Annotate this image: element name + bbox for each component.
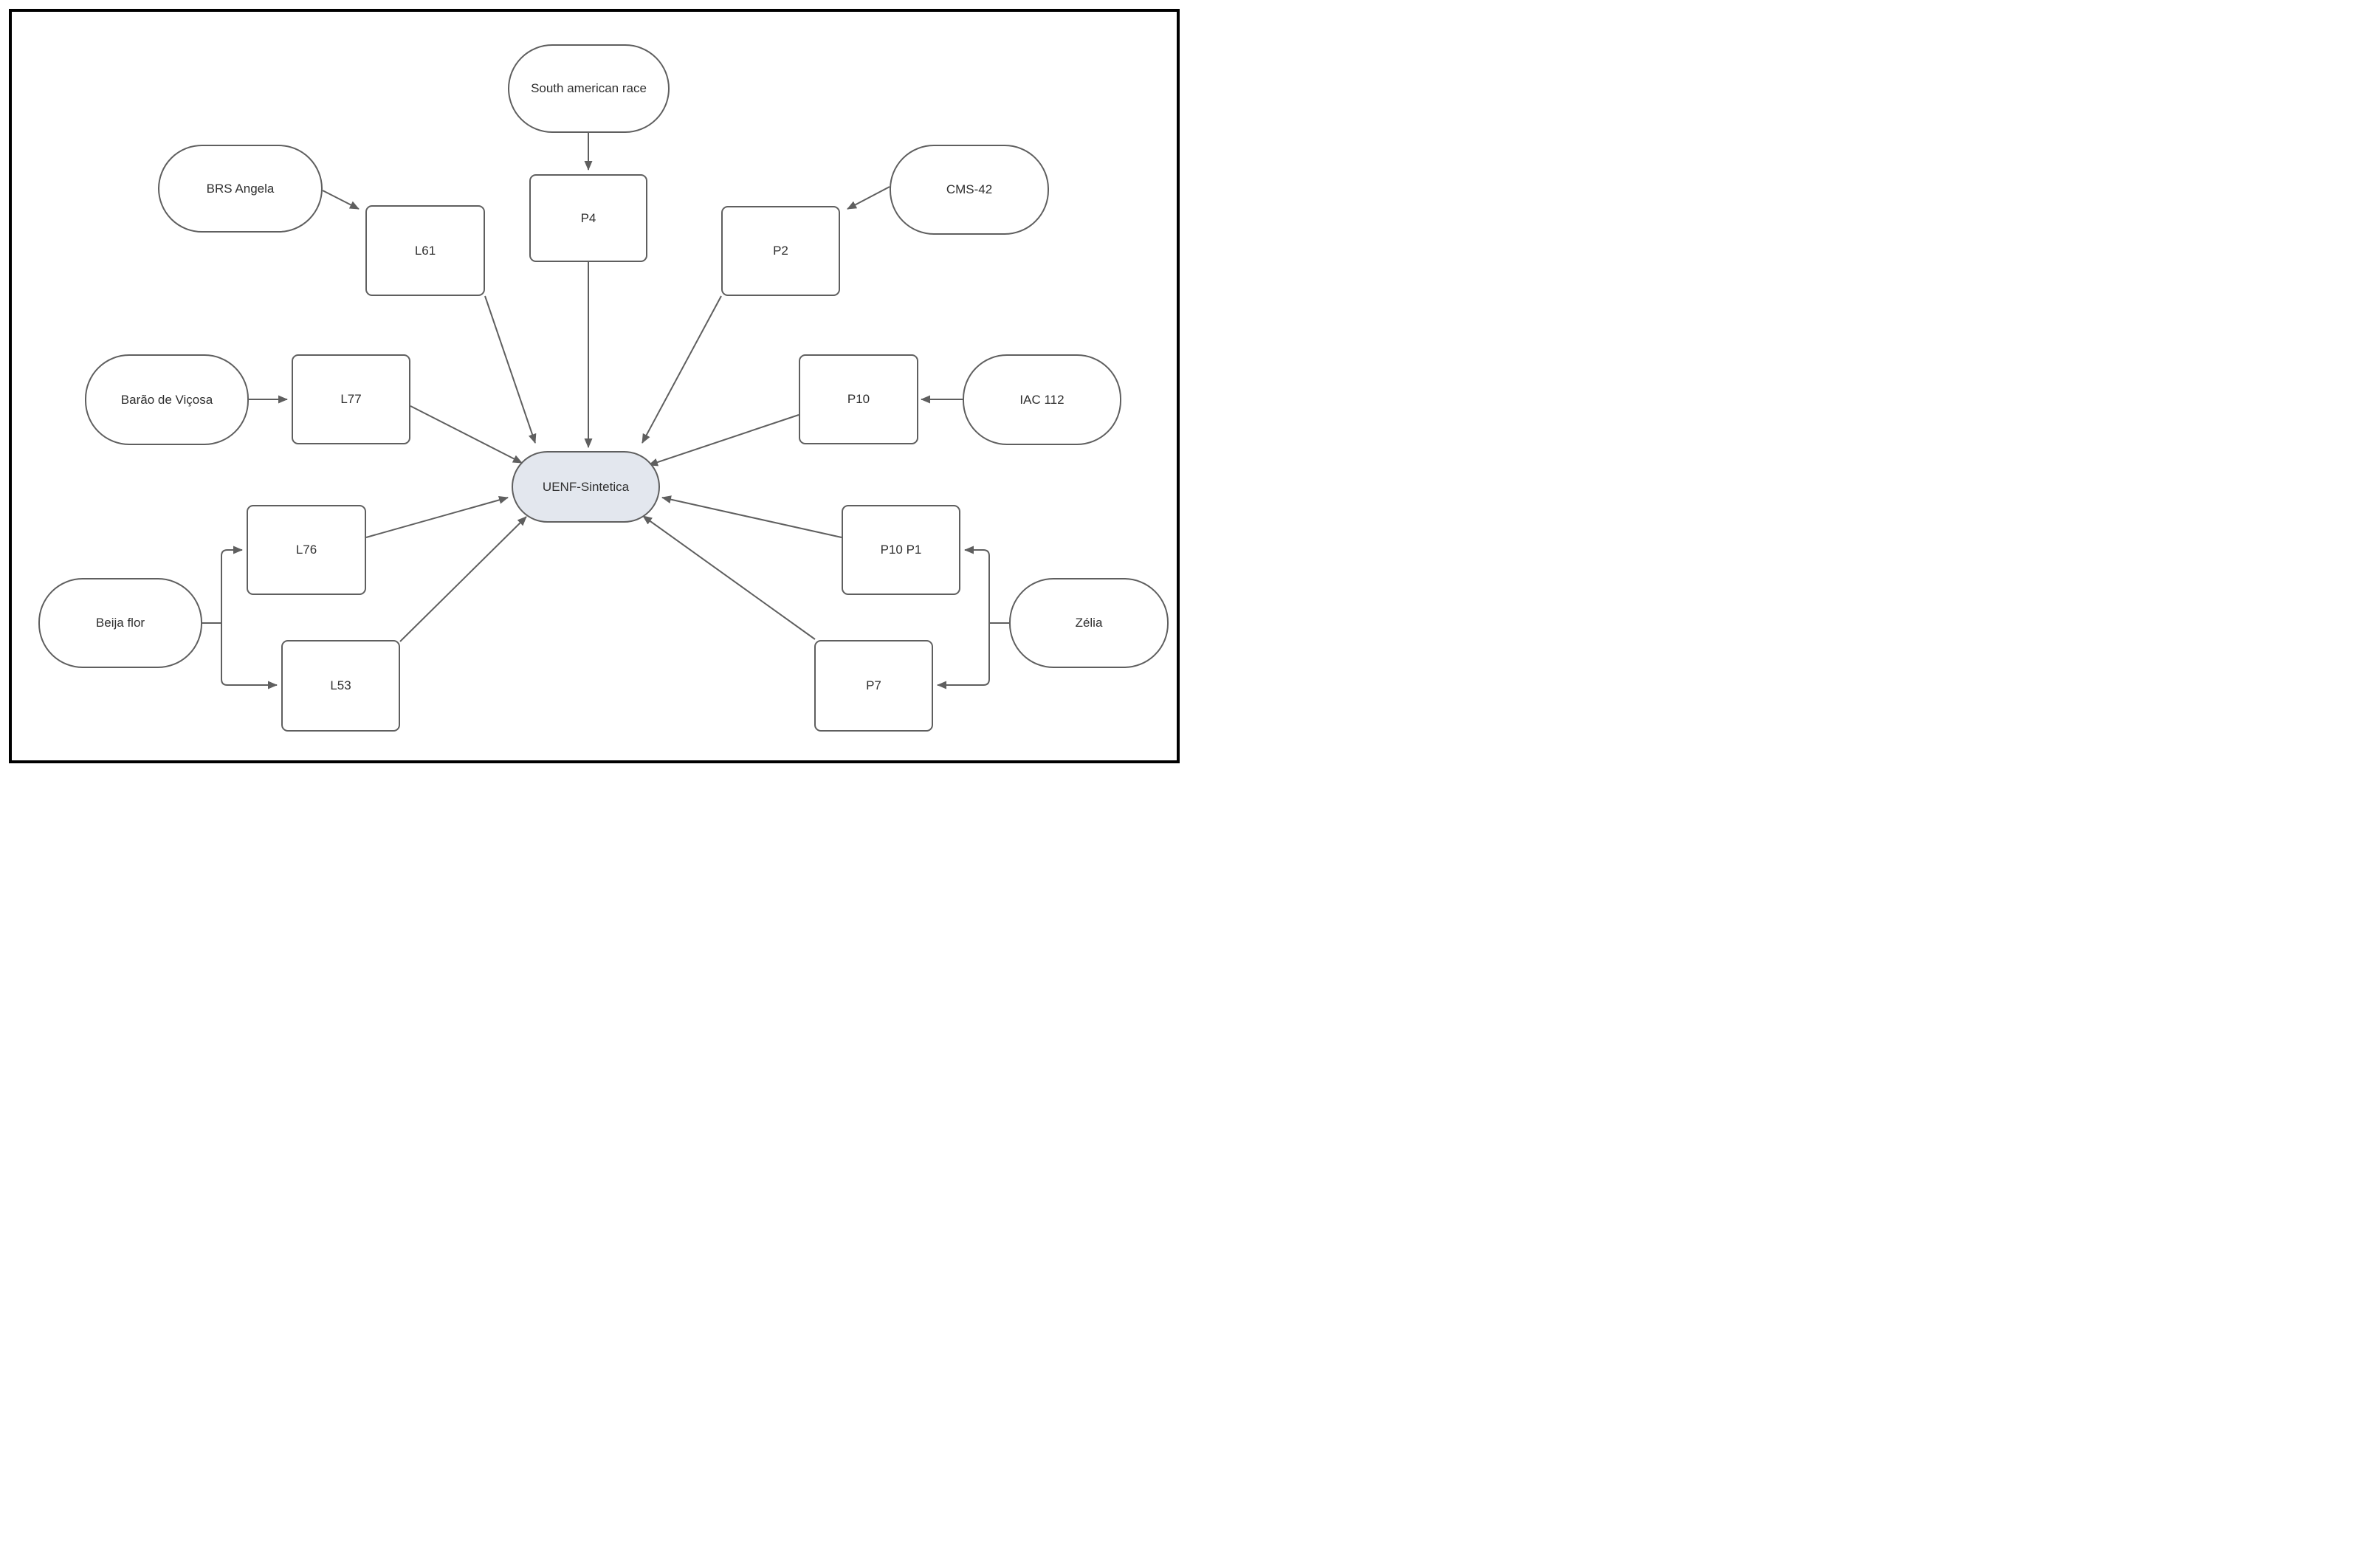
edge-p7-to-uenf bbox=[642, 515, 816, 640]
edge-beija-flor-to-l53 bbox=[221, 623, 278, 689]
edge-layer bbox=[202, 133, 1009, 689]
edge-p10p1-to-uenf bbox=[661, 495, 842, 538]
node-p2: P2 bbox=[721, 206, 840, 296]
edge-p2-to-uenf bbox=[642, 295, 722, 444]
edge-p10-to-uenf bbox=[648, 414, 799, 467]
node-p4: P4 bbox=[529, 174, 647, 262]
node-beija-flor: Beija flor bbox=[38, 578, 202, 668]
node-l61: L61 bbox=[365, 205, 485, 296]
diagram-canvas: South american race BRS Angela CMS-42 Ba… bbox=[0, 0, 1190, 774]
node-uenf-sintetica: UENF-Sintetica bbox=[512, 451, 660, 523]
node-zelia: Zélia bbox=[1009, 578, 1169, 668]
node-l53: L53 bbox=[281, 640, 400, 732]
node-brs-angela: BRS Angela bbox=[158, 145, 323, 233]
node-p10-p1: P10 P1 bbox=[842, 505, 960, 595]
node-p10: P10 bbox=[799, 354, 918, 444]
node-p7: P7 bbox=[814, 640, 933, 732]
edge-brs-angela-to-l61 bbox=[322, 190, 360, 210]
edge-l77-to-uenf bbox=[410, 405, 523, 464]
node-cms-42: CMS-42 bbox=[890, 145, 1049, 235]
edge-cms-42-to-p2 bbox=[847, 186, 890, 210]
edge-beija-flor-to-l76 bbox=[221, 546, 243, 623]
edge-l61-to-uenf bbox=[484, 295, 537, 444]
node-l76: L76 bbox=[247, 505, 366, 595]
edge-l53-to-uenf bbox=[399, 516, 527, 642]
node-south-american-race: South american race bbox=[508, 44, 670, 133]
node-l77: L77 bbox=[292, 354, 410, 444]
edge-l76-to-uenf bbox=[365, 495, 509, 538]
node-iac-112: IAC 112 bbox=[963, 354, 1121, 445]
node-barao-de-vicosa: Barão de Viçosa bbox=[85, 354, 249, 445]
edge-zelia-to-p7 bbox=[937, 623, 990, 689]
edge-zelia-to-p10p1 bbox=[964, 546, 990, 623]
